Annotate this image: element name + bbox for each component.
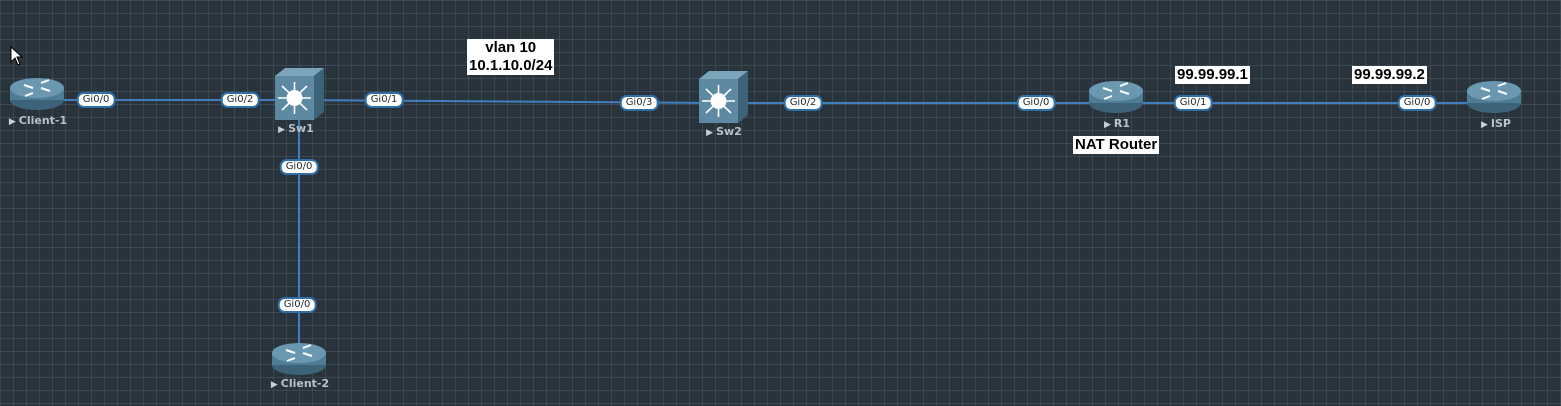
vlan-annotation[interactable]: vlan 10 10.1.10.0/24 xyxy=(467,39,555,75)
vlan-subnet-text: 10.1.10.0/24 xyxy=(469,57,553,74)
node-client1[interactable] xyxy=(9,74,65,112)
play-icon: ▶ xyxy=(278,125,286,135)
play-icon: ▶ xyxy=(1103,120,1111,130)
router-icon xyxy=(1089,81,1143,113)
switch-icon xyxy=(275,68,324,120)
node-label-isp: ▶ISP xyxy=(1481,117,1511,130)
r1-ip-annotation[interactable]: 99.99.99.1 xyxy=(1175,66,1250,84)
router-icon xyxy=(272,343,326,375)
port-label-r1-gi0-1[interactable]: Gi0/1 xyxy=(1173,95,1213,111)
node-label-r1: ▶R1 xyxy=(1103,117,1131,130)
mouse-cursor-icon xyxy=(10,46,24,66)
play-icon: ▶ xyxy=(8,117,16,127)
port-label-sw1-gi0-2[interactable]: Gi0/2 xyxy=(220,92,260,108)
port-label-sw2-gi0-2[interactable]: Gi0/2 xyxy=(783,95,823,111)
play-icon: ▶ xyxy=(1481,120,1488,130)
vlan-name-text: vlan 10 xyxy=(485,39,537,56)
port-label-sw1-gi0-0[interactable]: Gi0/0 xyxy=(279,159,319,175)
node-label-sw2: ▶Sw2 xyxy=(706,125,742,138)
router-icon xyxy=(10,78,64,110)
play-icon: ▶ xyxy=(706,128,714,138)
router-icon xyxy=(1467,81,1521,113)
node-sw1[interactable] xyxy=(273,66,325,122)
node-label-client2: ▶Client-2 xyxy=(270,377,330,390)
play-icon: ▶ xyxy=(270,380,278,390)
isp-ip-annotation[interactable]: 99.99.99.2 xyxy=(1352,66,1427,84)
switch-icon xyxy=(699,71,748,123)
port-label-r1-gi0-0[interactable]: Gi0/0 xyxy=(1016,95,1056,111)
port-label-isp-gi0-0[interactable]: Gi0/0 xyxy=(1397,95,1437,111)
node-label-client1: ▶Client-1 xyxy=(8,114,68,127)
node-label-sw1: ▶Sw1 xyxy=(278,122,314,135)
node-sw2[interactable] xyxy=(697,69,749,125)
port-label-client1-gi0-0[interactable]: Gi0/0 xyxy=(76,92,116,108)
node-client2[interactable] xyxy=(271,339,327,377)
node-r1[interactable] xyxy=(1088,77,1144,115)
port-label-client2-gi0-0[interactable]: Gi0/0 xyxy=(277,297,317,313)
port-label-sw1-gi0-1[interactable]: Gi0/1 xyxy=(364,92,404,108)
nat-router-annotation[interactable]: NAT Router xyxy=(1073,136,1160,154)
port-label-sw2-gi0-3[interactable]: Gi0/3 xyxy=(619,95,659,111)
node-isp[interactable] xyxy=(1466,77,1522,115)
